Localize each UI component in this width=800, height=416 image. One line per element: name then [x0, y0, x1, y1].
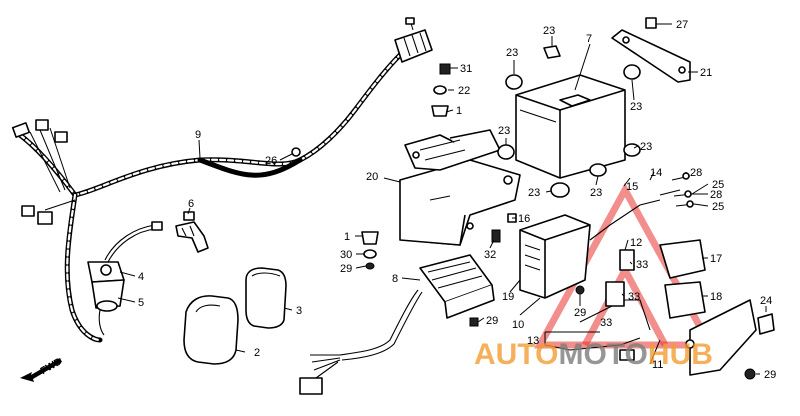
- cover-2: [183, 295, 239, 365]
- callout-33-a: 33: [636, 259, 648, 271]
- callout-31: 31: [460, 63, 472, 75]
- callout-24: 24: [760, 295, 772, 307]
- watermark-moto: MOTO: [558, 338, 647, 371]
- callout-10: 10: [512, 319, 524, 331]
- regulator-rectifier: [299, 254, 495, 395]
- callout-29-c: 29: [574, 307, 586, 319]
- callout-23-g: 23: [590, 187, 602, 199]
- callout-1-left: 1: [344, 231, 350, 243]
- callout-3: 3: [296, 305, 302, 317]
- side-cover: [685, 299, 775, 376]
- callout-23-b: 23: [506, 47, 518, 59]
- callout-29-b: 29: [486, 315, 498, 327]
- callout-32: 32: [484, 249, 496, 261]
- battery: [515, 74, 626, 179]
- watermark: AUTOMOTOHUB: [474, 338, 713, 371]
- callout-16: 16: [518, 213, 530, 225]
- callout-14: 14: [650, 167, 662, 179]
- watermark-auto: AUTO: [474, 338, 558, 371]
- callout-20: 20: [366, 171, 378, 183]
- watermark-hub: HUB: [648, 338, 713, 371]
- callout-15: 15: [626, 181, 638, 193]
- callout-27: 27: [676, 19, 688, 31]
- callout-12: 12: [630, 237, 642, 249]
- callout-30: 30: [340, 249, 352, 261]
- callout-25-a: 25: [712, 179, 724, 191]
- callout-33-b: 33: [628, 291, 640, 303]
- callout-21: 21: [700, 67, 712, 79]
- callout-13: 13: [527, 335, 539, 347]
- svg-text:AUTOMOTOHUB: AUTOMOTOHUB: [474, 338, 713, 371]
- cover-3: [245, 267, 287, 329]
- callout-22: 22: [458, 85, 470, 97]
- forward-arrow-icon: FWD: [20, 356, 64, 382]
- callout-23-f: 23: [528, 187, 540, 199]
- battery-box: [399, 129, 521, 246]
- bracket: [611, 17, 691, 83]
- callout-17: 17: [710, 253, 722, 265]
- callout-23-c: 23: [630, 101, 642, 113]
- callout-7: 7: [586, 33, 592, 45]
- callout-23-a: 23: [543, 25, 555, 37]
- callout-19: 19: [502, 291, 514, 303]
- callout-4: 4: [138, 271, 144, 283]
- callout-25-b: 25: [712, 201, 724, 213]
- callout-5: 5: [138, 297, 144, 309]
- callout-6: 6: [188, 198, 194, 210]
- callout-33-c: 33: [600, 317, 612, 329]
- callout-29-a: 29: [340, 263, 352, 275]
- callout-28-a: 28: [690, 167, 702, 179]
- fwd-label: FWD: [39, 356, 64, 377]
- leader-lines: [117, 23, 767, 375]
- callout-26: 26: [265, 155, 277, 167]
- callout-labels: 1 1 2 3 4 5 6 7 8 9 10 11 12 13 14 15 16…: [138, 19, 776, 381]
- callout-11: 11: [652, 359, 663, 371]
- callout-8: 8: [392, 273, 398, 285]
- callout-1-top: 1: [456, 105, 462, 117]
- callout-2: 2: [254, 347, 260, 359]
- hose-fitting: [175, 211, 209, 253]
- callout-23-d: 23: [498, 125, 510, 137]
- callout-28-b: 28: [710, 189, 722, 201]
- fuse-box-assembly: [519, 172, 706, 361]
- callout-9: 9: [195, 129, 201, 141]
- callout-23-e: 23: [640, 141, 652, 153]
- callout-29-d: 29: [764, 369, 776, 381]
- wire-harness: [11, 17, 433, 343]
- callout-18: 18: [710, 291, 722, 303]
- starter-relay: [87, 221, 163, 336]
